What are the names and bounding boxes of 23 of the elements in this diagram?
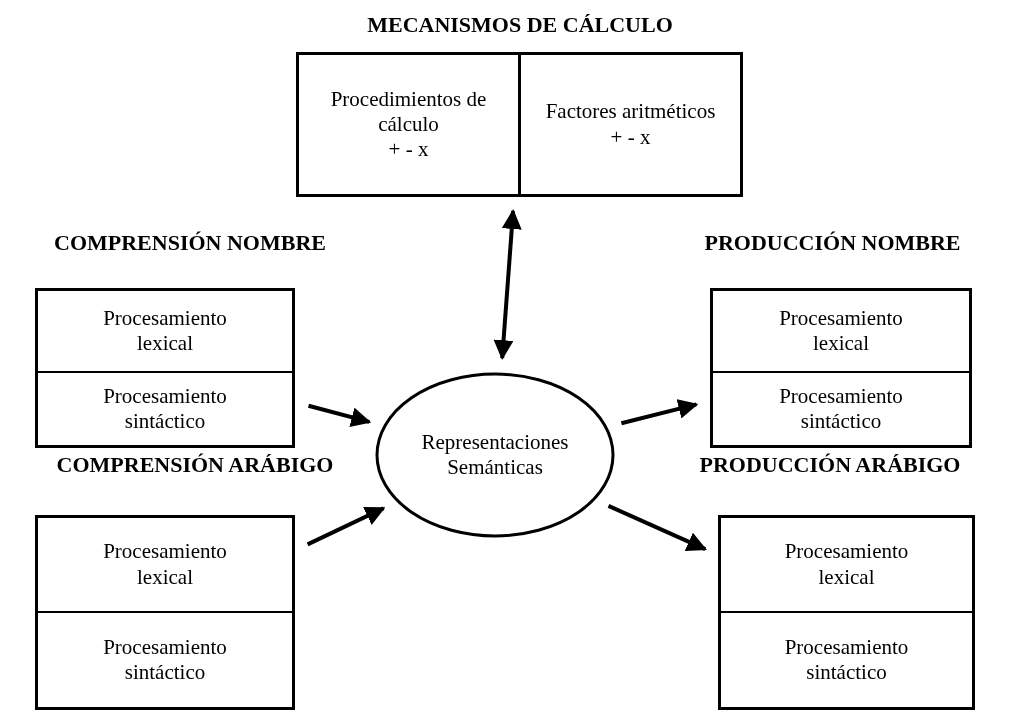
- node-text: Factores aritméticos: [545, 99, 716, 125]
- node-text: Procesamiento lexical: [778, 305, 904, 357]
- node-text: Procesamiento sintáctico: [778, 383, 904, 435]
- node-text: + - x: [388, 137, 429, 163]
- node-text: Procesamiento sintáctico: [102, 634, 228, 686]
- group-heading: PRODUCCIÓN NOMBRE: [704, 230, 961, 255]
- group-heading: PRODUCCIÓN ARÁBIGO: [699, 452, 961, 477]
- arrow: [607, 504, 708, 552]
- node-text: Procesamiento lexical: [102, 539, 228, 590]
- node-text: Procesamiento sintáctico: [783, 634, 910, 686]
- node-text: Procesamiento lexical: [783, 539, 910, 590]
- arrow: [620, 399, 699, 426]
- double-headed-arrow: [493, 209, 522, 361]
- group-heading: MECANISMOS DE CÁLCULO: [367, 12, 673, 37]
- group-heading: COMPRENSIÓN ARÁBIGO: [56, 452, 334, 477]
- arrow: [306, 506, 386, 547]
- group-heading: COMPRENSIÓN NOMBRE: [54, 230, 326, 255]
- node-text: + - x: [610, 124, 651, 150]
- arrow: [308, 403, 372, 427]
- node-text: Procesamiento sintáctico: [102, 383, 228, 435]
- node-text: Procesamiento lexical: [102, 305, 228, 357]
- node-text: Representaciones Semánticas: [420, 429, 570, 481]
- node-text: Procedimientos de cálculo: [329, 86, 488, 138]
